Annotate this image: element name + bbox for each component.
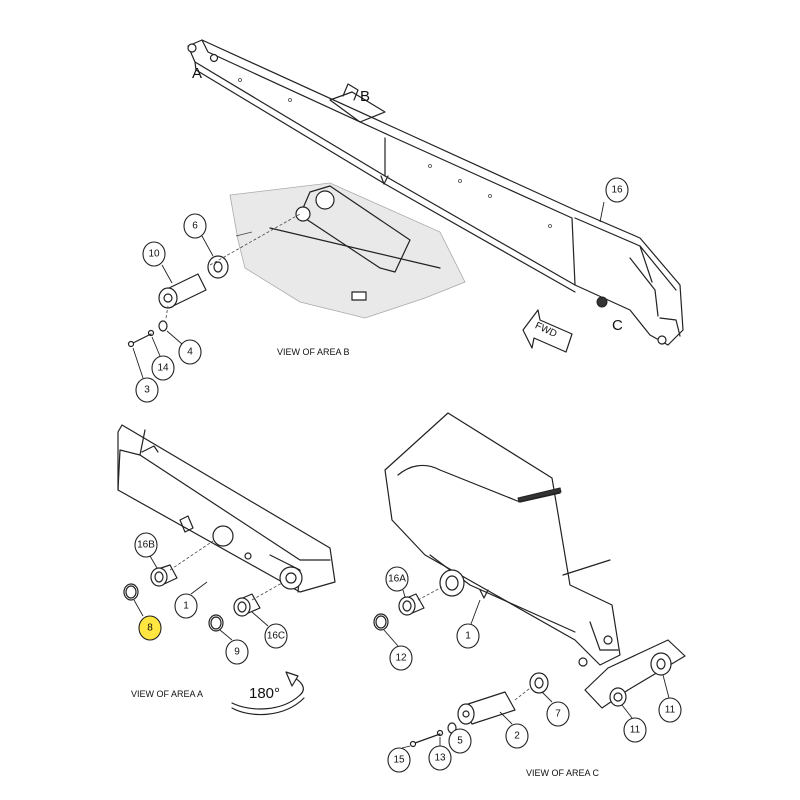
callout-6: 6 (192, 221, 198, 232)
area-a-callouts: 16B 8 1 16C 9 (133, 532, 288, 665)
area-a-caption: VIEW OF AREA A (131, 689, 203, 699)
callout-1-area-c: 1 (465, 631, 471, 642)
callout-16b: 16B (137, 540, 155, 551)
callout-12: 12 (395, 653, 407, 664)
area-a-view (117, 424, 336, 716)
callout-9: 9 (234, 647, 240, 658)
callout-1-area-a: 1 (183, 601, 189, 612)
boom-assembly (187, 39, 684, 346)
callout-13: 13 (434, 753, 446, 764)
highlighted-callout (138, 615, 162, 641)
callout-5: 5 (457, 736, 463, 747)
area-c-letter: C (612, 317, 623, 334)
area-a-letter: A (192, 65, 202, 82)
callout-15: 15 (393, 755, 405, 766)
callout-16: 16 (611, 185, 623, 196)
callout-10: 10 (148, 249, 160, 260)
area-b-caption: VIEW OF AREA B (277, 347, 350, 357)
callout-3: 3 (144, 385, 150, 396)
callout-7: 7 (555, 709, 561, 720)
callout-11-left: 11 (630, 725, 641, 736)
area-c-view (373, 412, 686, 748)
callout-14: 14 (157, 363, 169, 374)
callout-16c: 16C (267, 631, 285, 642)
area-b-letter: B (360, 88, 370, 105)
callout-8: 8 (147, 623, 153, 634)
area-c-caption: VIEW OF AREA C (526, 768, 600, 778)
callout-16a: 16A (388, 574, 406, 585)
rotation-label: 180° (249, 685, 280, 702)
area-b-callouts: 16 6 10 4 14 3 (132, 177, 629, 403)
area-c-callouts: 16A 1 12 7 11 11 2 5 13 15 (383, 566, 682, 773)
forward-arrow-icon: FWD (522, 309, 573, 353)
callout-4: 4 (187, 347, 193, 358)
area-b-view (127, 182, 466, 348)
callout-2: 2 (514, 731, 520, 742)
callout-11-right: 11 (665, 705, 676, 716)
